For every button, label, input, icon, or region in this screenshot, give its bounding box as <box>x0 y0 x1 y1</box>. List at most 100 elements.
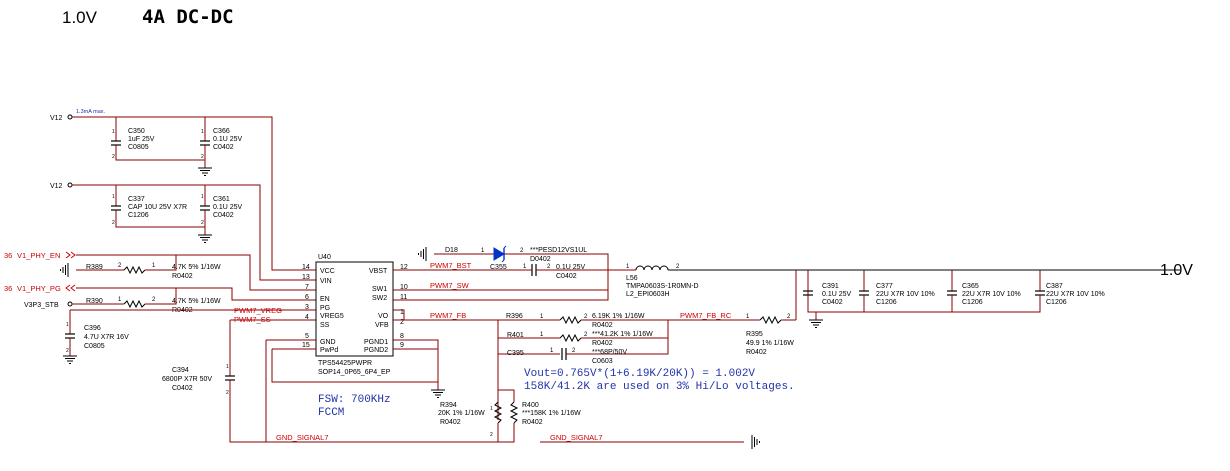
ic-u40-part: TPS54425PWPR <box>318 360 372 367</box>
r400-value: ***158K 1% 1/16W <box>522 410 581 417</box>
svg-text:1: 1 <box>112 194 115 200</box>
pin-name: PwPd <box>320 347 338 354</box>
svg-text:2: 2 <box>118 263 122 269</box>
current-note: 1.3mA max. <box>76 109 106 115</box>
net-pwm7-fb-rc: PWM7_FB_RC <box>680 311 732 320</box>
ic-u40-body <box>315 261 394 357</box>
svg-text:2: 2 <box>152 297 156 303</box>
capacitor-c355 <box>531 264 537 276</box>
c355-value: 0.1U 25V <box>556 264 586 271</box>
ground-symbol <box>418 246 427 262</box>
ground-symbol <box>62 355 78 364</box>
d18-ref: D18 <box>445 247 458 254</box>
pin-name: EN <box>320 296 330 303</box>
cap-c387 <box>1034 284 1046 302</box>
svg-text:2: 2 <box>490 432 493 438</box>
v1-phy-pg-port <box>65 284 76 292</box>
net-gnd-signal7-a: GND_SIGNAL7 <box>276 433 329 442</box>
ground-symbol <box>751 434 760 450</box>
r396-value: 6.19K 1% 1/16W <box>592 313 645 320</box>
resistor-r395 <box>759 315 782 325</box>
d18-value: ***PESD12VS1UL <box>530 247 587 254</box>
svg-text:1: 1 <box>66 322 69 328</box>
pin-num: 11 <box>400 294 407 301</box>
c361-ref: C361 <box>213 196 230 203</box>
svg-text:1: 1 <box>112 129 115 135</box>
inductor-l56 <box>635 265 669 271</box>
c396-value: 4.7U X7R 16V <box>84 334 129 341</box>
v12-port-a <box>67 114 73 120</box>
c394-value: 6800P X7R 50V <box>162 376 212 383</box>
cap-c377 <box>858 284 870 302</box>
pin-num: 15 <box>302 342 310 349</box>
l56-value: TMPA0603S-1R0MN-D <box>626 283 699 290</box>
v1-phy-en-port <box>65 251 76 259</box>
net-pwm7-fb: PWM7_FB <box>430 311 466 320</box>
pin-name: PGND2 <box>364 347 388 354</box>
net-pwm7-vreg: PWM7_VREG <box>234 306 282 315</box>
c365-value: 22U X7R 10V 10% <box>962 291 1021 298</box>
r400-ref: R400 <box>522 402 539 409</box>
ground-symbol <box>808 319 824 328</box>
svg-text:2: 2 <box>201 154 204 160</box>
svg-text:2: 2 <box>201 220 204 226</box>
r401-value: ***41.2K 1% 1/16W <box>592 331 653 338</box>
c394-pkg: C0402 <box>172 385 193 392</box>
c350-pkg: C0805 <box>128 144 149 151</box>
v3p3-label: V3P3_STB <box>24 302 59 309</box>
svg-text:1: 1 <box>118 297 122 303</box>
c387-ref: C387 <box>1046 283 1063 290</box>
note-mode: FCCM <box>318 407 344 419</box>
ic-u40-package: SOP14_0P65_6P4_EP <box>318 369 391 376</box>
v1-phy-pg-label: V1_PHY_PG <box>17 284 61 293</box>
c377-pkg: C1206 <box>876 299 897 306</box>
r396-pkg: R0402 <box>592 322 613 329</box>
svg-text:1: 1 <box>540 332 544 338</box>
c396-pkg: C0805 <box>84 343 105 350</box>
ic-left-pins: 14 VCC 13 VIN 7 EN 6 PG 3 VREG5 4 SS 5 G… <box>302 264 344 354</box>
net-pwm7-bst: PWM7_BST <box>430 261 472 270</box>
note-vout: Vout=0.765V*(1+6.19K/20K)) = 1.002V <box>524 368 755 380</box>
net-gnd-signal7-b: GND_SIGNAL7 <box>550 433 603 442</box>
cap-c361 <box>199 199 211 217</box>
r401-pkg: R0402 <box>592 340 613 347</box>
l56-ref: L56 <box>626 275 638 282</box>
pin-num: 4 <box>305 314 309 321</box>
r389-ref: R389 <box>86 264 103 271</box>
pin-name: PG <box>320 305 330 312</box>
pin-name: VBST <box>369 268 388 275</box>
resistor-r401 <box>559 333 582 343</box>
resistor-r389 <box>123 265 146 275</box>
c387-pkg: C1206 <box>1046 299 1067 306</box>
c395-ref: C395 <box>507 350 524 357</box>
pin-name: VIN <box>320 278 332 285</box>
r394-ref: R394 <box>440 402 457 409</box>
svg-text:2: 2 <box>66 348 69 354</box>
svg-text:2: 2 <box>226 390 229 396</box>
c361-value: 0.1U 25V <box>213 204 243 211</box>
ic-right-pins: 12 VBST 10 SW1 11 SW2 1 VO 2 VFB 8 PGND1… <box>364 264 408 354</box>
c361-pkg: C0402 <box>213 212 234 219</box>
pin-num: 12 <box>400 264 408 271</box>
c395-pkg: C0603 <box>592 358 613 365</box>
resistor-r396 <box>559 315 582 325</box>
capacitor-c395 <box>561 348 567 360</box>
c365-ref: C365 <box>962 283 979 290</box>
pin-num: 14 <box>302 264 310 271</box>
pin-num: 3 <box>305 304 309 311</box>
r389-value: 4.7K 5% 1/16W <box>172 264 221 271</box>
note-divider: 158K/41.2K are used on 3% Hi/Lo voltages… <box>524 381 795 393</box>
c391-pkg: C0402 <box>822 299 843 306</box>
v1-phy-en-label: V1_PHY_EN <box>17 251 60 260</box>
c350-value: 1uF 25V <box>128 136 155 143</box>
v12-port-b <box>67 182 73 188</box>
pin-num: 8 <box>400 333 404 340</box>
c366-ref: C366 <box>213 128 230 135</box>
r394-pkg: R0402 <box>440 419 461 426</box>
c355-pkg: C0402 <box>556 273 577 280</box>
pin-name: GND <box>320 339 336 346</box>
c394-ref: C394 <box>172 367 189 374</box>
svg-text:1: 1 <box>540 314 544 320</box>
svg-text:1: 1 <box>490 406 493 412</box>
